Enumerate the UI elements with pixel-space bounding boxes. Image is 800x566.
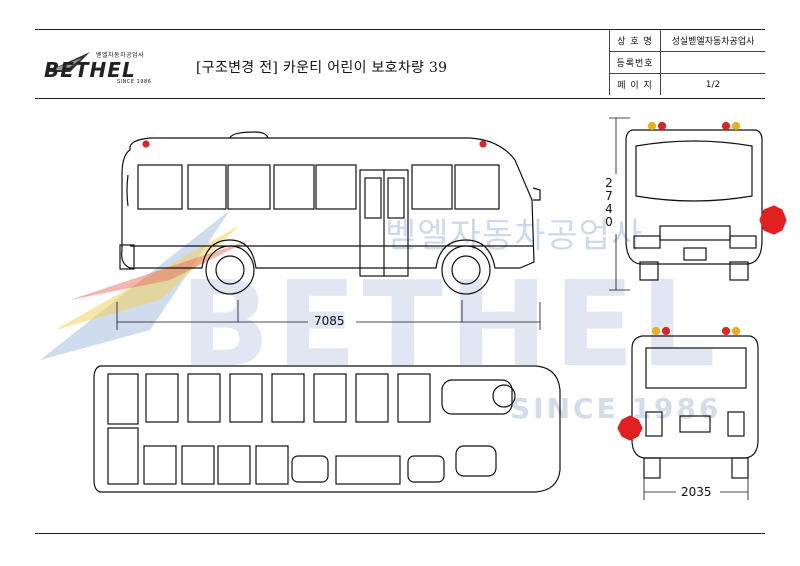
seat-row-right <box>143 445 497 485</box>
bus-rear-view <box>617 326 759 479</box>
length-dimension-line <box>116 300 541 330</box>
width-dimension-line <box>643 478 749 500</box>
bethel-logo-swoosh <box>46 52 90 72</box>
height-dimension-line <box>609 117 630 291</box>
bus-top-view <box>93 365 561 493</box>
stop-sign-front-icon <box>759 205 787 235</box>
info-value: 성실벧엘자동차공업사 <box>660 30 765 52</box>
header-bottom-rule <box>35 98 765 99</box>
seat-row-left <box>145 373 431 423</box>
info-row-company: 상 호 명 성실벧엘자동차공업사 <box>609 30 765 52</box>
logo-wordmark: BETHEL <box>44 58 136 82</box>
width-dimension-label: 2035 <box>681 485 712 499</box>
info-label: 페 이 지 <box>609 73 661 95</box>
header-top-rule <box>35 29 765 30</box>
info-table: 상 호 명 성실벧엘자동차공업사 등록번호 페 이 지 1/2 <box>609 30 765 95</box>
bus-front-view <box>625 121 787 281</box>
info-label: 등록번호 <box>609 51 661 74</box>
height-dimension-label: 2740 <box>605 176 613 229</box>
bus-side-view <box>119 131 541 295</box>
info-value <box>660 51 765 74</box>
logo-tagline: 벧엘자동차공업사 <box>96 52 145 59</box>
info-value: 1/2 <box>660 73 765 95</box>
length-dimension-label: 7085 <box>314 314 345 328</box>
logo-since: SINCE 1986 <box>117 79 152 85</box>
document-title: [구조변경 전] 카운티 어린이 보호차량 39 <box>196 60 448 76</box>
footer-rule <box>35 533 765 534</box>
stop-sign-rear-icon <box>617 415 643 441</box>
info-row-page: 페 이 지 1/2 <box>609 73 765 95</box>
info-label: 상 호 명 <box>609 30 661 52</box>
info-row-registration: 등록번호 <box>609 51 765 74</box>
